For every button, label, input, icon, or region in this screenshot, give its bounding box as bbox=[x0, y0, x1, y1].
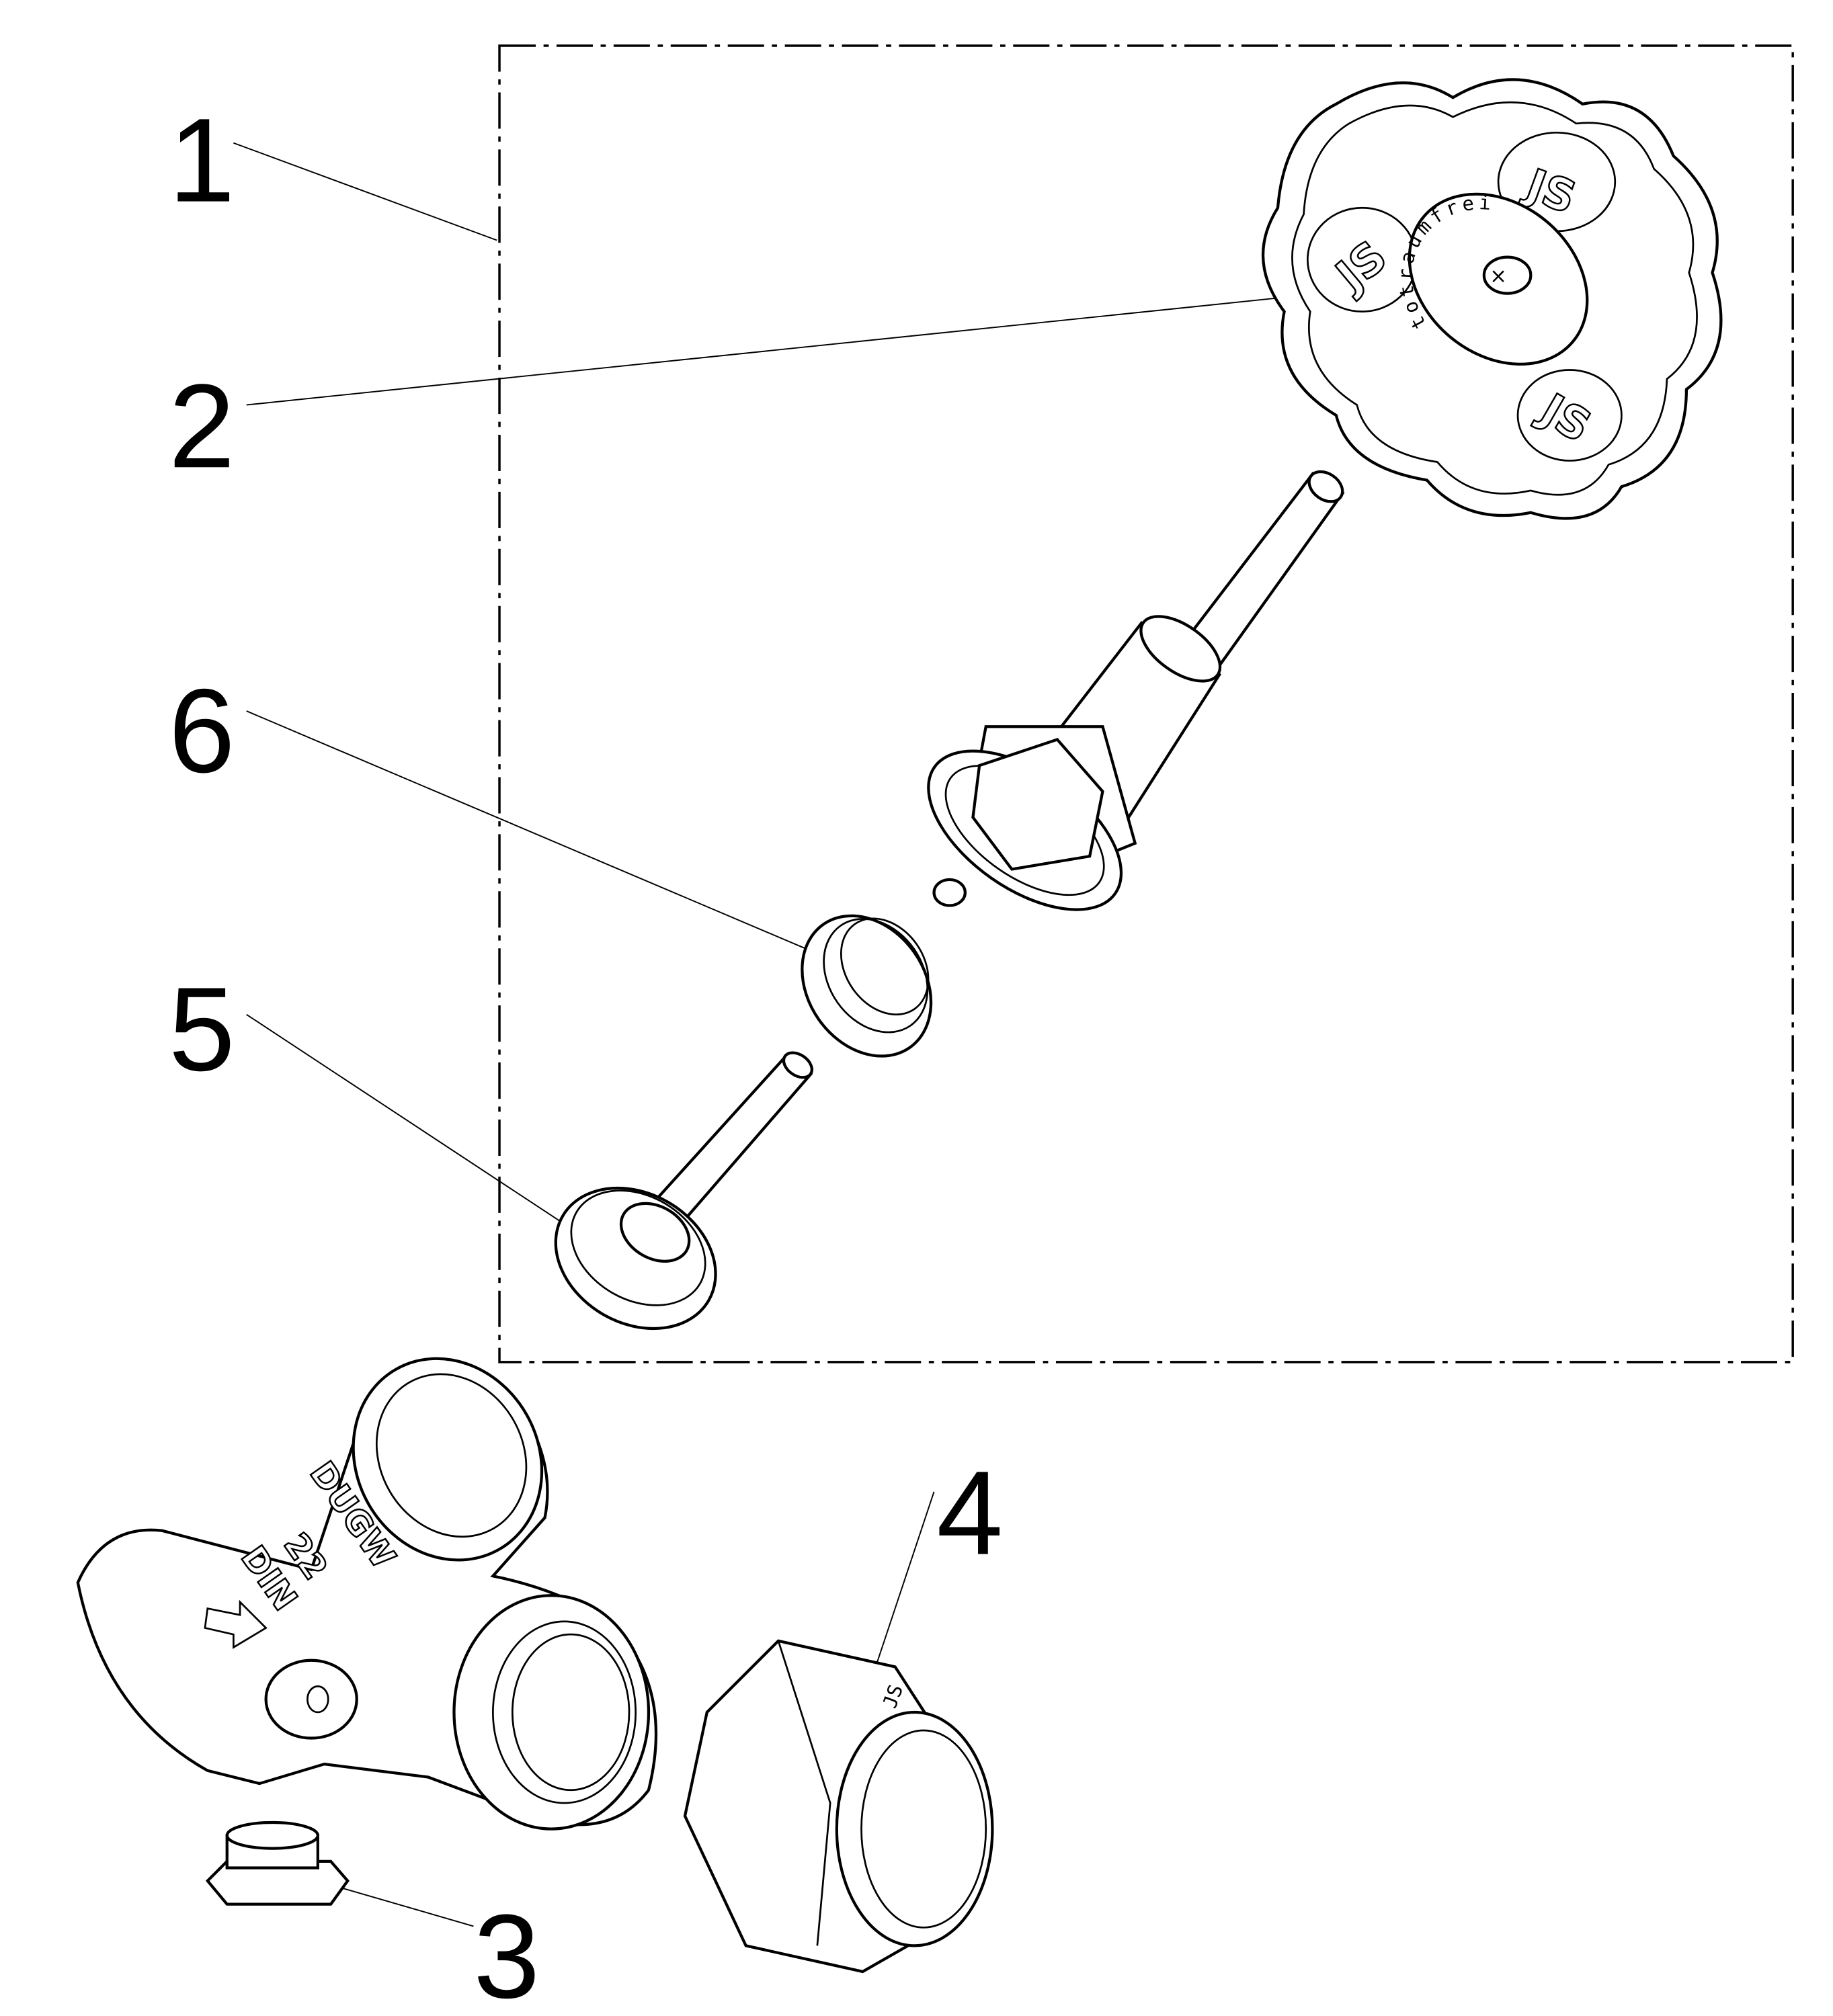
svg-text:×: × bbox=[1490, 264, 1507, 288]
leader-5 bbox=[246, 1013, 598, 1246]
callout-1: 1 bbox=[169, 93, 235, 227]
callout-6: 6 bbox=[169, 664, 235, 798]
callout-3: 3 bbox=[473, 1890, 540, 2016]
bonnet-spindle bbox=[927, 470, 1345, 911]
union-nut: JS bbox=[683, 1639, 994, 1974]
callout-4: 4 bbox=[936, 1446, 1003, 1580]
kit-boundary bbox=[498, 44, 1794, 1363]
handwheel: JS JS JS × totraumfrei bbox=[1262, 78, 1723, 520]
callout-5: 5 bbox=[169, 962, 235, 1096]
valve-body: DUGW 22 DIN bbox=[76, 1357, 658, 1831]
plug bbox=[205, 1820, 350, 1906]
seal-ring bbox=[801, 914, 933, 1058]
leader-6 bbox=[246, 710, 818, 954]
leader-1 bbox=[233, 142, 497, 241]
leader-2 bbox=[246, 295, 1298, 406]
valve-disc bbox=[554, 1051, 813, 1331]
callout-2: 2 bbox=[169, 359, 235, 493]
